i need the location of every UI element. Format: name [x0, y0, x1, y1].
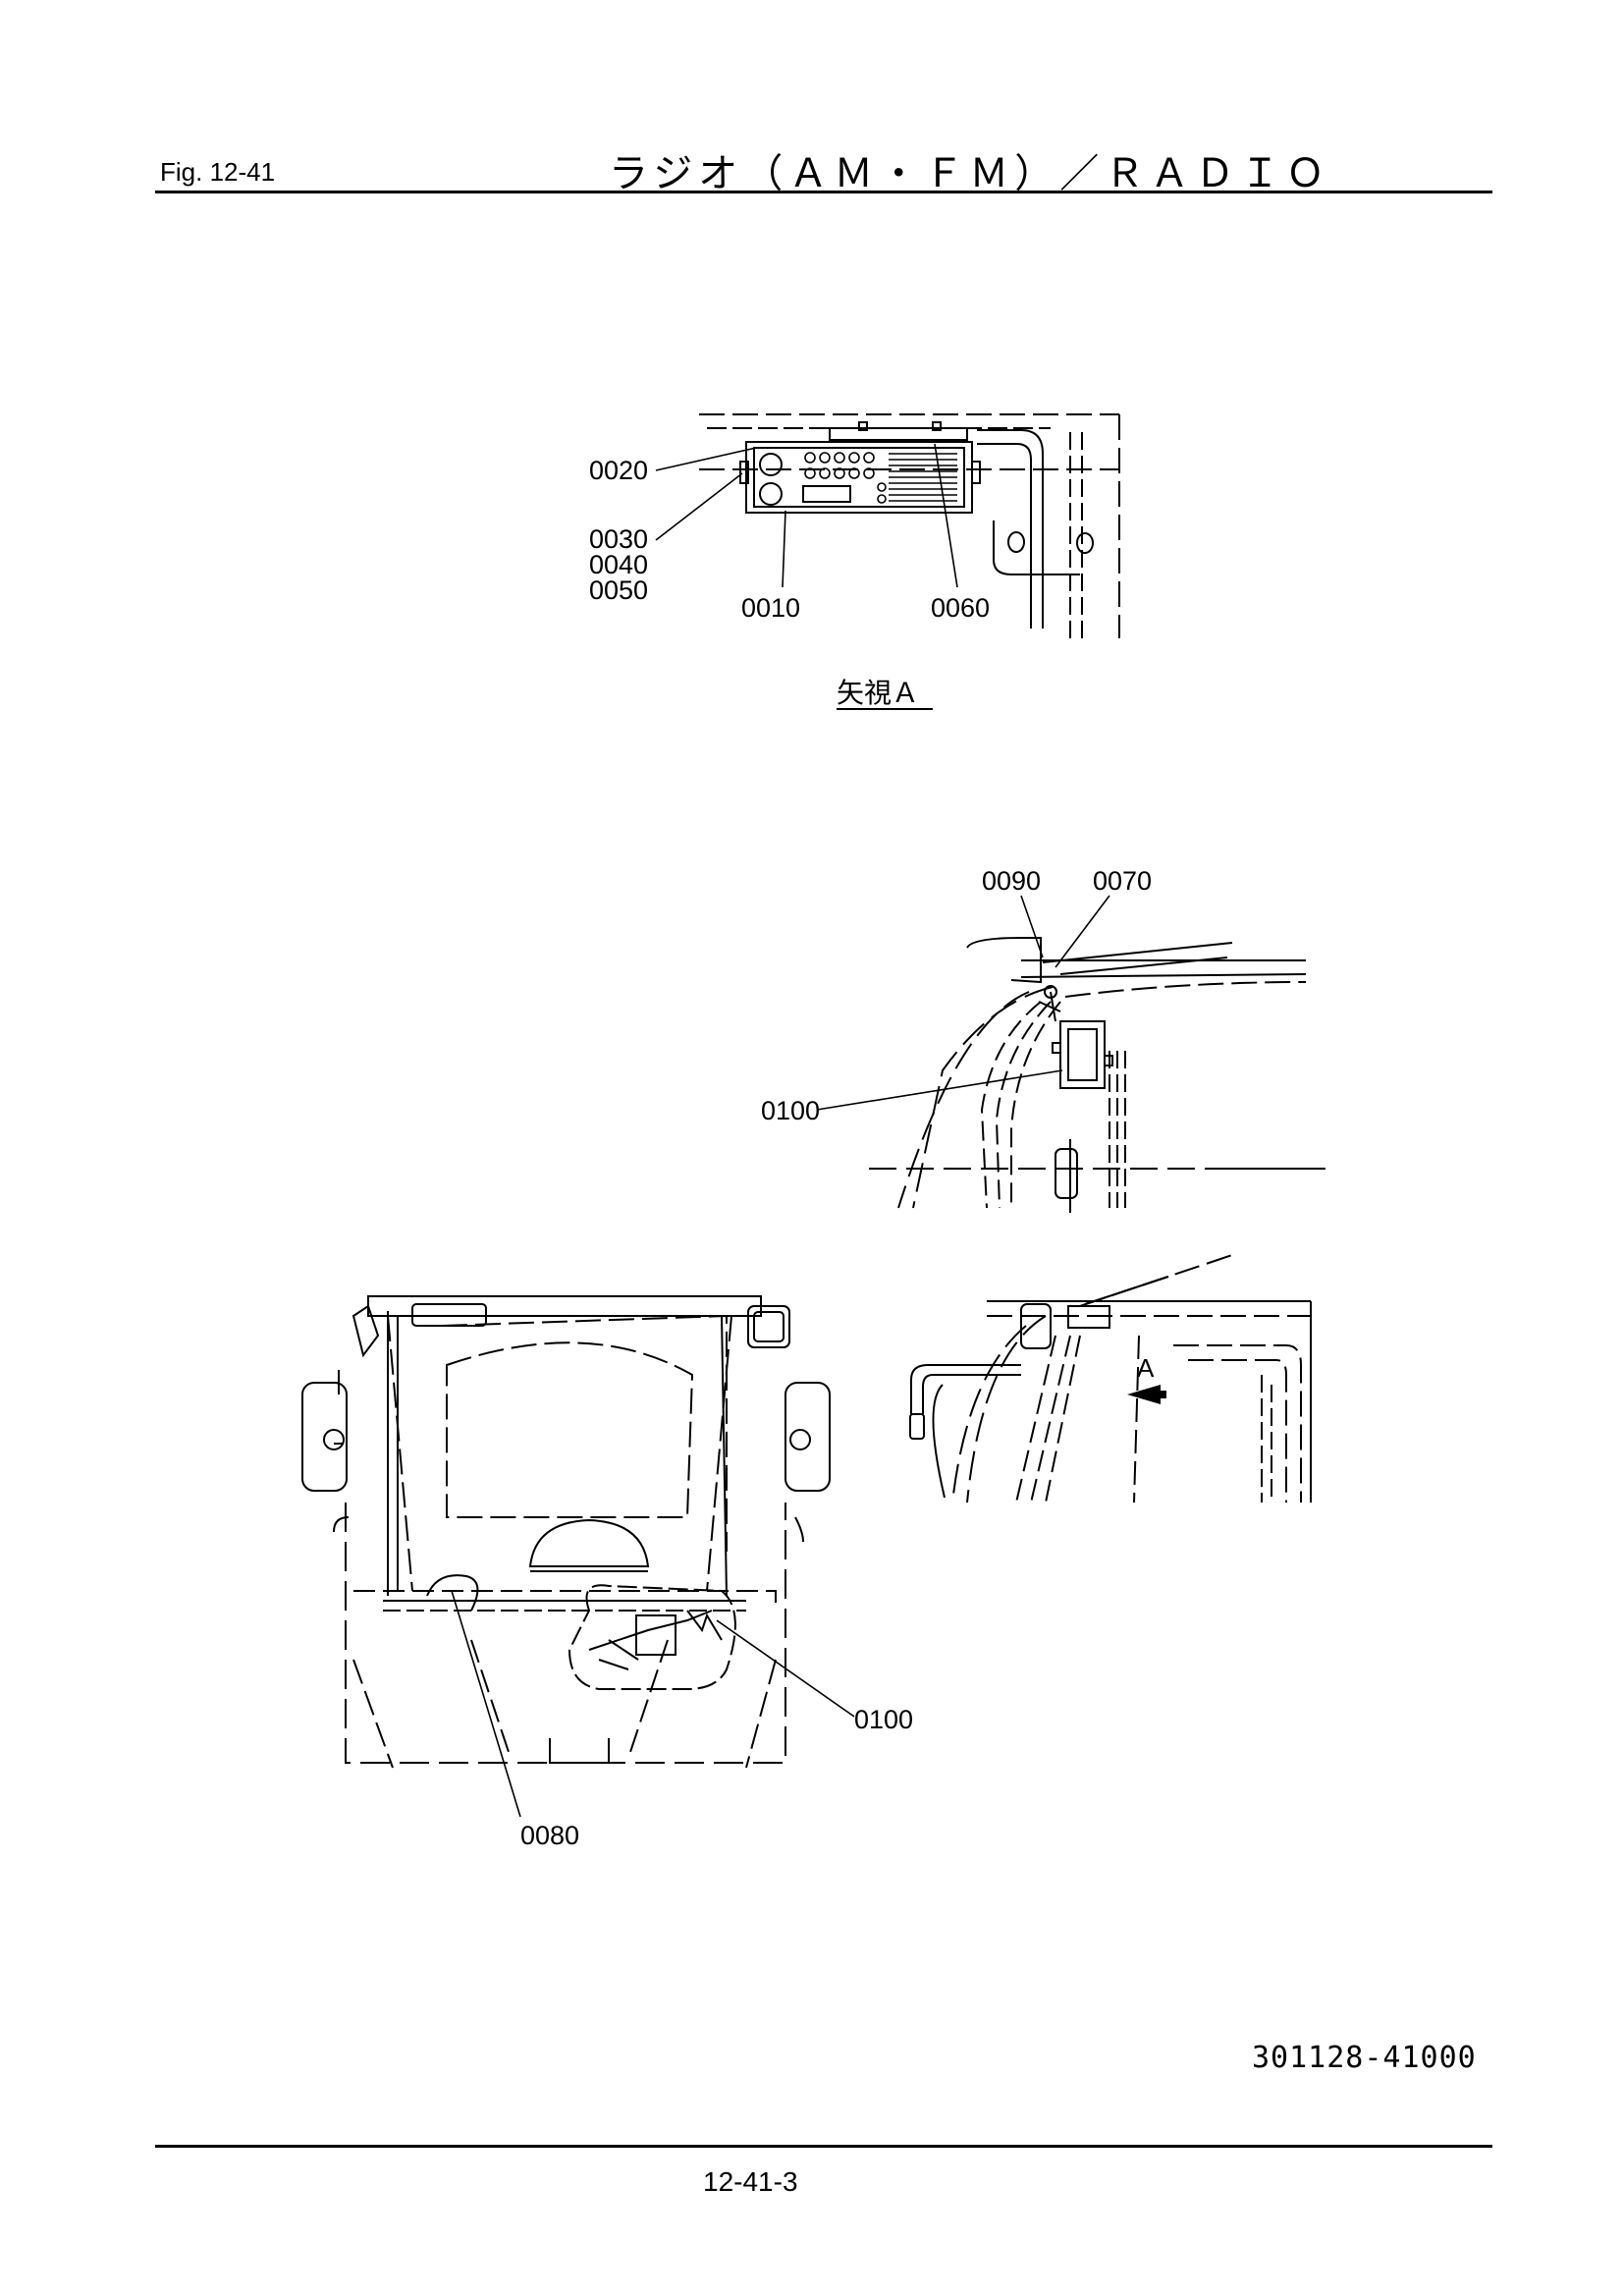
- callout-0090: 0090: [982, 866, 1041, 896]
- callout-0080: 0080: [520, 1821, 579, 1850]
- callout-0010: 0010: [741, 593, 800, 623]
- callout-0100-side: 0100: [761, 1096, 820, 1125]
- page-title: ラジオ（ＡＭ・ＦＭ）／ＲＡＤＩＯ: [609, 152, 1331, 195]
- figure-label: Fig. 12-41: [160, 157, 276, 187]
- page-number: 12-41-3: [703, 2166, 798, 2197]
- callout-0020: 0020: [589, 456, 648, 485]
- callout-0100-front: 0100: [854, 1705, 913, 1734]
- callout-0060: 0060: [931, 593, 990, 623]
- view-a-drawing: [655, 413, 1120, 638]
- footer-rule: [155, 2145, 1492, 2148]
- view-a-caption: 矢視Ａ: [837, 678, 919, 708]
- callout-0040: 0040: [589, 550, 648, 579]
- header-rule: [155, 191, 1492, 193]
- callout-0050: 0050: [589, 575, 648, 605]
- document-number: 301128-41000: [1252, 2041, 1477, 2075]
- callout-0030: 0030: [589, 524, 648, 554]
- rear-view-drawing: [909, 1254, 1312, 1503]
- view-arrow-label: A: [1137, 1353, 1155, 1383]
- front-view-drawing: [301, 1295, 855, 1818]
- callout-0070: 0070: [1093, 866, 1152, 896]
- side-view-drawing: [816, 895, 1325, 1213]
